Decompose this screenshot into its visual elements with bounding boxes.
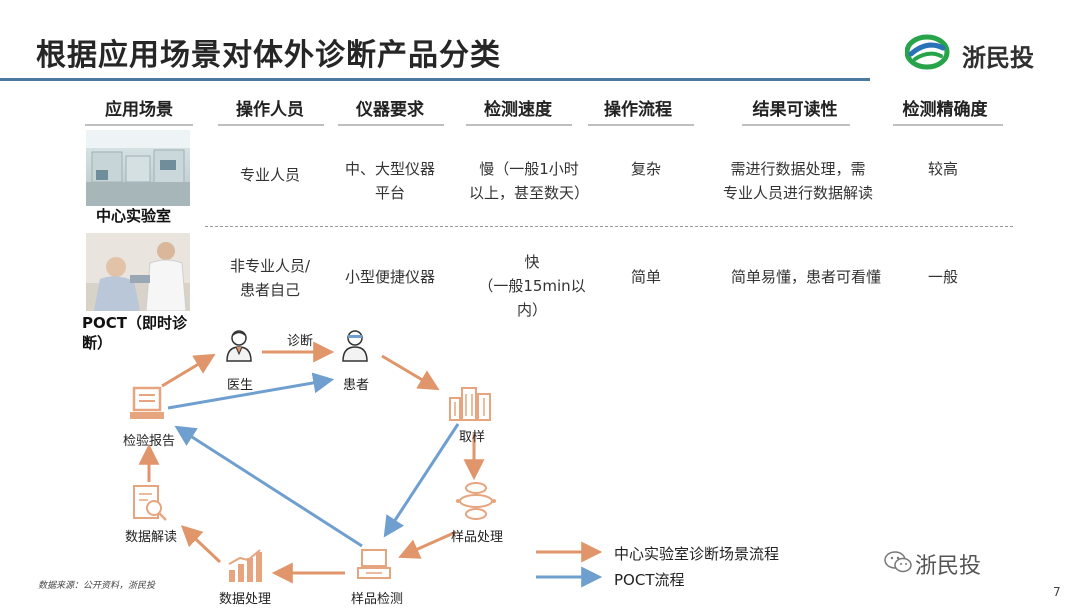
brand-name: 浙民投: [962, 44, 1034, 72]
row-label-lab: 中心实验室: [96, 207, 172, 225]
sample-testing-icon: [357, 549, 391, 579]
edge-patient-sampling: [381, 354, 440, 391]
node-label-doctor: 医生: [226, 378, 253, 393]
header-underline: [742, 124, 850, 126]
edge-label-diagnosis: 诊断: [286, 334, 313, 349]
cell-lab-process: 复杂: [630, 160, 661, 178]
legend-poct-label: POCT流程: [614, 571, 685, 589]
watermark: 浙民投: [915, 554, 982, 579]
node-label-data-processing: 数据处理: [218, 592, 271, 607]
cell-poct-accuracy: 一般: [927, 268, 958, 286]
header-underline: [588, 124, 694, 126]
cell-lab-instrument: 中、大型仪器平台: [344, 160, 435, 202]
report-laptop-icon: [130, 386, 164, 419]
header-process: 操作流程: [604, 100, 672, 120]
cell-poct-process: 简单: [630, 268, 661, 286]
sample-processing-icon: [456, 482, 496, 520]
edge-testing-report-poct: [174, 425, 363, 548]
cell-lab-operator: 专业人员: [239, 166, 300, 184]
cell-lab-readability: 需进行数据处理，需专业人员进行数据解读: [722, 160, 873, 202]
node-label-sample-processing: 样品处理: [450, 530, 503, 545]
edge-report-doctor: [161, 353, 216, 388]
header-speed: 检测速度: [484, 100, 552, 120]
title-rule: [0, 78, 870, 81]
header-instrument: 仪器要求: [356, 100, 424, 120]
sampling-building-icon: [449, 387, 491, 421]
header-accuracy: 检测精确度: [902, 100, 988, 120]
brand-swirl-icon: [905, 34, 950, 70]
edge-sampling-testing-poct: [383, 423, 460, 538]
doctor-patient-photo: [86, 233, 190, 311]
edge-dataprocessing-interpretation: [180, 525, 222, 564]
bar-chart-icon: [228, 549, 262, 582]
cell-poct-operator: 非专业人员/患者自己: [229, 257, 311, 299]
node-label-data-interpretation: 数据解读: [124, 530, 177, 545]
header-underline: [85, 124, 193, 126]
cell-poct-speed: 快（一般15min以内）: [478, 253, 586, 319]
row-divider: [205, 226, 1013, 227]
cell-lab-speed: 慢（一般1小时以上，甚至数天）: [468, 160, 589, 202]
header-underline: [218, 124, 324, 126]
node-label-sample-testing: 样品检测: [350, 592, 403, 607]
source-note: 数据来源：公开资料，浙民投: [38, 581, 156, 591]
page-title: 根据应用场景对体外诊断产品分类: [36, 38, 501, 73]
document-magnifier-icon: [133, 485, 167, 521]
header-underline: [338, 124, 444, 126]
header-readability: 结果可读性: [752, 100, 838, 120]
cell-lab-accuracy: 较高: [927, 160, 958, 178]
node-label-patient: 患者: [342, 378, 369, 393]
header-scenario: 应用场景: [105, 100, 173, 120]
header-underline: [466, 124, 572, 126]
node-label-report: 检验报告: [122, 434, 175, 449]
legend-lab-label: 中心实验室诊断场景流程: [614, 545, 780, 563]
page-number: 7: [1053, 585, 1061, 599]
cell-poct-instrument: 小型便捷仪器: [344, 268, 435, 286]
laboratory-photo: [86, 130, 190, 206]
header-underline: [893, 124, 1003, 126]
header-operator: 操作人员: [236, 100, 304, 120]
wechat-icon: [884, 551, 912, 573]
doctor-icon: [226, 330, 252, 362]
node-label-sampling: 取样: [458, 430, 485, 445]
patient-icon: [342, 330, 368, 362]
cell-poct-readability: 简单易懂，患者可看懂: [730, 268, 881, 286]
row-label-poct: POCT（即时诊断）: [82, 314, 187, 352]
